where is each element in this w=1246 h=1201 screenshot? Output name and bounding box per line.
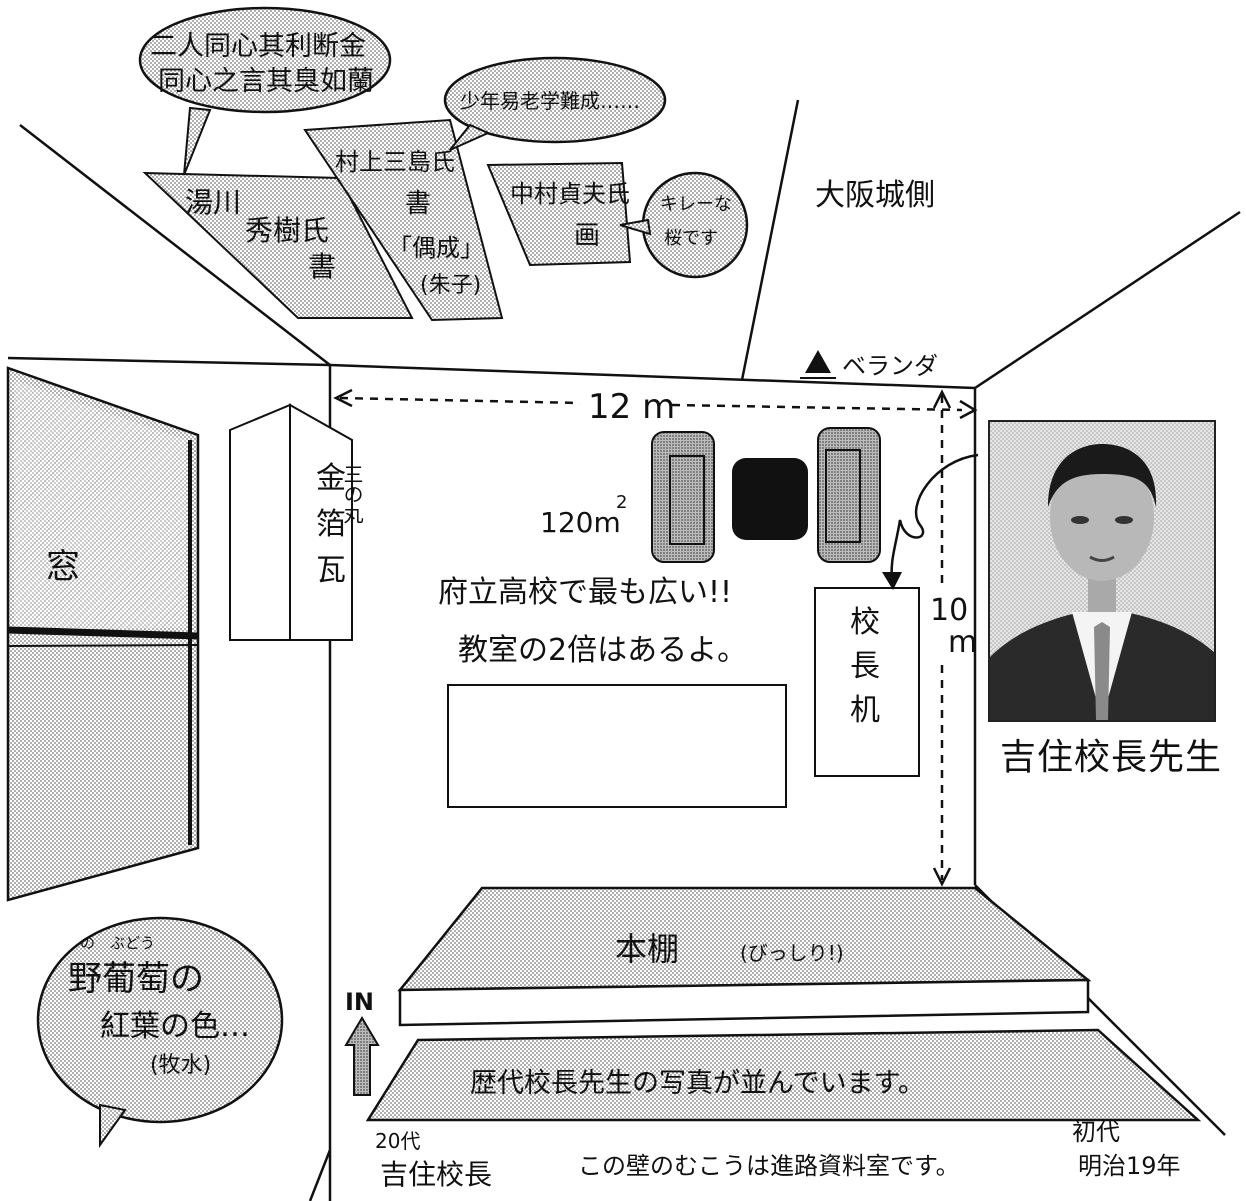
murakami-text-4: (朱子) — [420, 273, 481, 298]
bookshelf-note: (びっしり!) — [740, 941, 844, 965]
roof-tile-label-1: 金 — [316, 461, 346, 496]
desk-label-3: 机 — [850, 693, 880, 728]
panel-murakami: 村上三島氏 書 「偶成」 (朱子) — [303, 118, 504, 322]
pointer-arrow — [882, 453, 979, 590]
veranda-label: ベランダ — [842, 352, 938, 380]
width-dimension — [333, 388, 978, 420]
claim-double: 教室の2倍はあるよ。 — [458, 633, 747, 668]
bubble-proverb-mid: 少年易老学難成…… — [443, 56, 667, 151]
window: 窓 — [6, 366, 200, 902]
roof-tile-label-3: 瓦 — [316, 553, 346, 588]
osaka-castle-side: 大阪城側 — [815, 178, 935, 213]
bookshelf: 本棚 (びっしり!) — [397, 886, 1092, 1027]
bubble-autumn: の ぶどう 野葡萄の 紅葉の色… (牧水) — [36, 916, 284, 1149]
generation-1-year: 明治19年 — [1078, 1152, 1181, 1180]
murakami-text-3: 「偶成」 — [388, 234, 484, 262]
generation-1: 初代 — [1072, 1118, 1120, 1146]
depth-dimension — [932, 389, 952, 887]
photos-row: 歴代校長先生の写真が並んでいます。 — [365, 1028, 1202, 1122]
sofa-right — [817, 427, 881, 563]
bubble-cherry-text-2: 桜です — [664, 228, 718, 249]
entrance-arrow-icon — [344, 1016, 380, 1096]
width-label: 12 m — [588, 387, 675, 427]
bubble-proverb-mid-text: 少年易老学難成…… — [460, 89, 640, 113]
roof-tile-label-2: 箔 — [316, 507, 346, 542]
bubble-proverb-left-2: 同心之言其臭如蘭 — [158, 66, 374, 97]
bubble-cherry: キレーな 桜です — [619, 171, 749, 279]
desk-label-2: 長 — [850, 649, 880, 684]
claim-widest: 府立高校で最も広い!! — [438, 575, 732, 610]
nakamura-text-2: 画 — [574, 221, 600, 251]
roof-tile-case: 金 箔 瓦 三の丸 — [229, 403, 364, 641]
panel-nakamura: 中村貞夫氏 画 — [486, 161, 632, 267]
desk-label-1: 校 — [850, 605, 880, 640]
yukawa-text-2: 秀樹氏 — [245, 214, 329, 247]
generation-20-name: 吉住校長 — [380, 1158, 492, 1191]
bubble-cherry-text-1: キレーな — [660, 194, 732, 215]
area-label: 120m — [540, 506, 621, 539]
bookshelf-label: 本棚 — [615, 930, 679, 968]
bubble-proverb-left: 二人同心其利断金 同心之言其臭如蘭 — [138, 6, 392, 176]
photos-row-label: 歴代校長先生の写真が並んでいます。 — [470, 1068, 925, 1099]
bubble-autumn-line1: 野葡萄の — [68, 959, 204, 999]
beyond-wall-note: この壁のむこうは進路資料室です。 — [578, 1152, 960, 1180]
depth-unit: m — [948, 625, 977, 660]
yukawa-text-1: 湯川 — [185, 186, 241, 219]
area-superscript: 2 — [616, 492, 627, 513]
veranda-arrow-icon — [805, 350, 831, 373]
coffee-table — [732, 458, 808, 540]
murakami-text-1: 村上三島氏 — [335, 148, 455, 176]
bubble-autumn-line2: 紅葉の色… — [100, 1009, 250, 1044]
roof-tile-label-4: 三の丸 — [340, 464, 364, 524]
murakami-text-2: 書 — [405, 189, 431, 219]
generation-20: 20代 — [375, 1129, 420, 1153]
bubble-autumn-author: (牧水) — [150, 1053, 211, 1078]
nakamura-text-1: 中村貞夫氏 — [510, 180, 630, 208]
bubble-proverb-left-1: 二人同心其利断金 — [150, 31, 366, 62]
meeting-table — [447, 684, 787, 808]
entrance-marker: IN — [344, 988, 380, 1096]
bubble-autumn-ruby: の ぶどう — [80, 934, 155, 952]
portrait-caption: 吉住校長先生 — [1000, 737, 1223, 778]
window-label: 窓 — [46, 547, 80, 587]
yukawa-text-3: 書 — [308, 250, 336, 283]
depth-number: 10 — [930, 593, 968, 628]
entrance-label: IN — [345, 988, 374, 1016]
principal-portrait — [988, 420, 1216, 722]
panel-yukawa: 湯川 秀樹氏 書 — [142, 171, 414, 319]
portrait-image — [990, 422, 1214, 720]
principal-desk: 校 長 机 — [814, 587, 920, 777]
sofa-left — [651, 431, 715, 563]
